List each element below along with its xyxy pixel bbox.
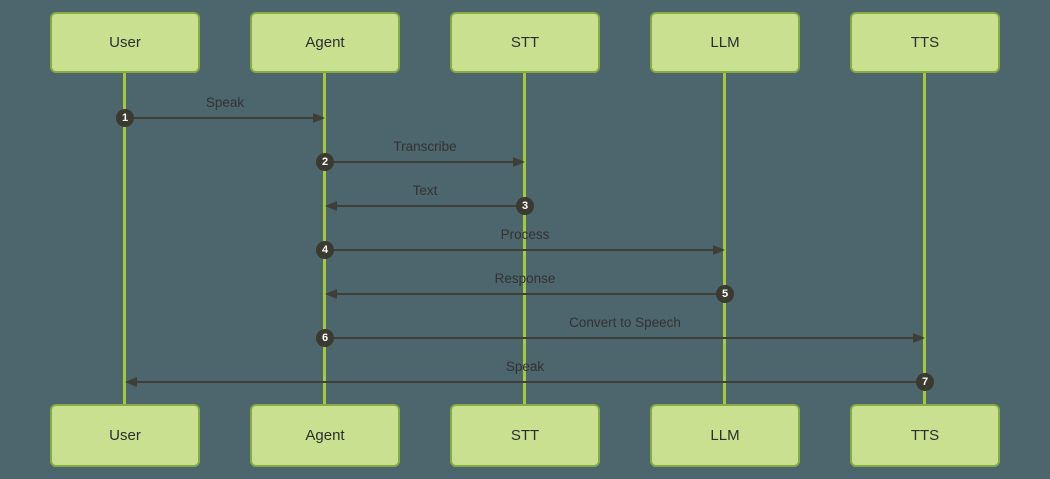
lifeline-agent <box>323 73 326 404</box>
message-label: Speak <box>205 95 245 110</box>
message-label: Speak <box>505 359 545 374</box>
actor-label: User <box>109 427 141 444</box>
message-number-badge: 5 <box>716 285 734 303</box>
message-number-badge: 3 <box>516 197 534 215</box>
message-line <box>334 205 525 207</box>
message-number-badge: 7 <box>916 373 934 391</box>
actor-label: LLM <box>710 34 740 51</box>
lifeline-llm <box>723 73 726 404</box>
message-number-badge: 6 <box>316 329 334 347</box>
actor-tts-top: TTS <box>850 12 1000 73</box>
arrowhead-icon <box>313 113 325 123</box>
actor-stt-top: STT <box>450 12 600 73</box>
actor-label: TTS <box>910 34 940 51</box>
actor-label: Agent <box>305 34 345 51</box>
message-line <box>325 161 516 163</box>
actor-label: Agent <box>305 427 345 444</box>
actor-agent-top: Agent <box>250 12 400 73</box>
actor-stt-bottom: STT <box>450 404 600 467</box>
arrowhead-icon <box>325 201 337 211</box>
actor-label: STT <box>510 34 540 51</box>
arrowhead-icon <box>325 289 337 299</box>
message-label: Transcribe <box>393 139 457 154</box>
arrowhead-icon <box>913 333 925 343</box>
message-number-badge: 4 <box>316 241 334 259</box>
message-line <box>125 117 316 119</box>
actor-label: User <box>109 34 141 51</box>
actor-agent-bottom: Agent <box>250 404 400 467</box>
message-number-badge: 1 <box>116 109 134 127</box>
message-label: Text <box>412 183 438 198</box>
message-line <box>334 293 725 295</box>
actor-user-top: User <box>50 12 200 73</box>
arrowhead-icon <box>125 377 137 387</box>
actor-label: LLM <box>710 427 740 444</box>
message-line <box>134 381 925 383</box>
actor-label: STT <box>510 427 540 444</box>
actor-label: TTS <box>910 427 940 444</box>
message-number-badge: 2 <box>316 153 334 171</box>
lifeline-stt <box>523 73 526 404</box>
actor-llm-bottom: LLM <box>650 404 800 467</box>
lifeline-user <box>123 73 126 404</box>
message-line <box>325 249 716 251</box>
message-line <box>325 337 916 339</box>
actor-llm-top: LLM <box>650 12 800 73</box>
arrowhead-icon <box>513 157 525 167</box>
lifeline-tts <box>923 73 926 404</box>
actor-user-bottom: User <box>50 404 200 467</box>
arrowhead-icon <box>713 245 725 255</box>
message-label: Response <box>494 271 556 286</box>
message-label: Convert to Speech <box>569 315 681 330</box>
message-label: Process <box>500 227 550 242</box>
actor-tts-bottom: TTS <box>850 404 1000 467</box>
